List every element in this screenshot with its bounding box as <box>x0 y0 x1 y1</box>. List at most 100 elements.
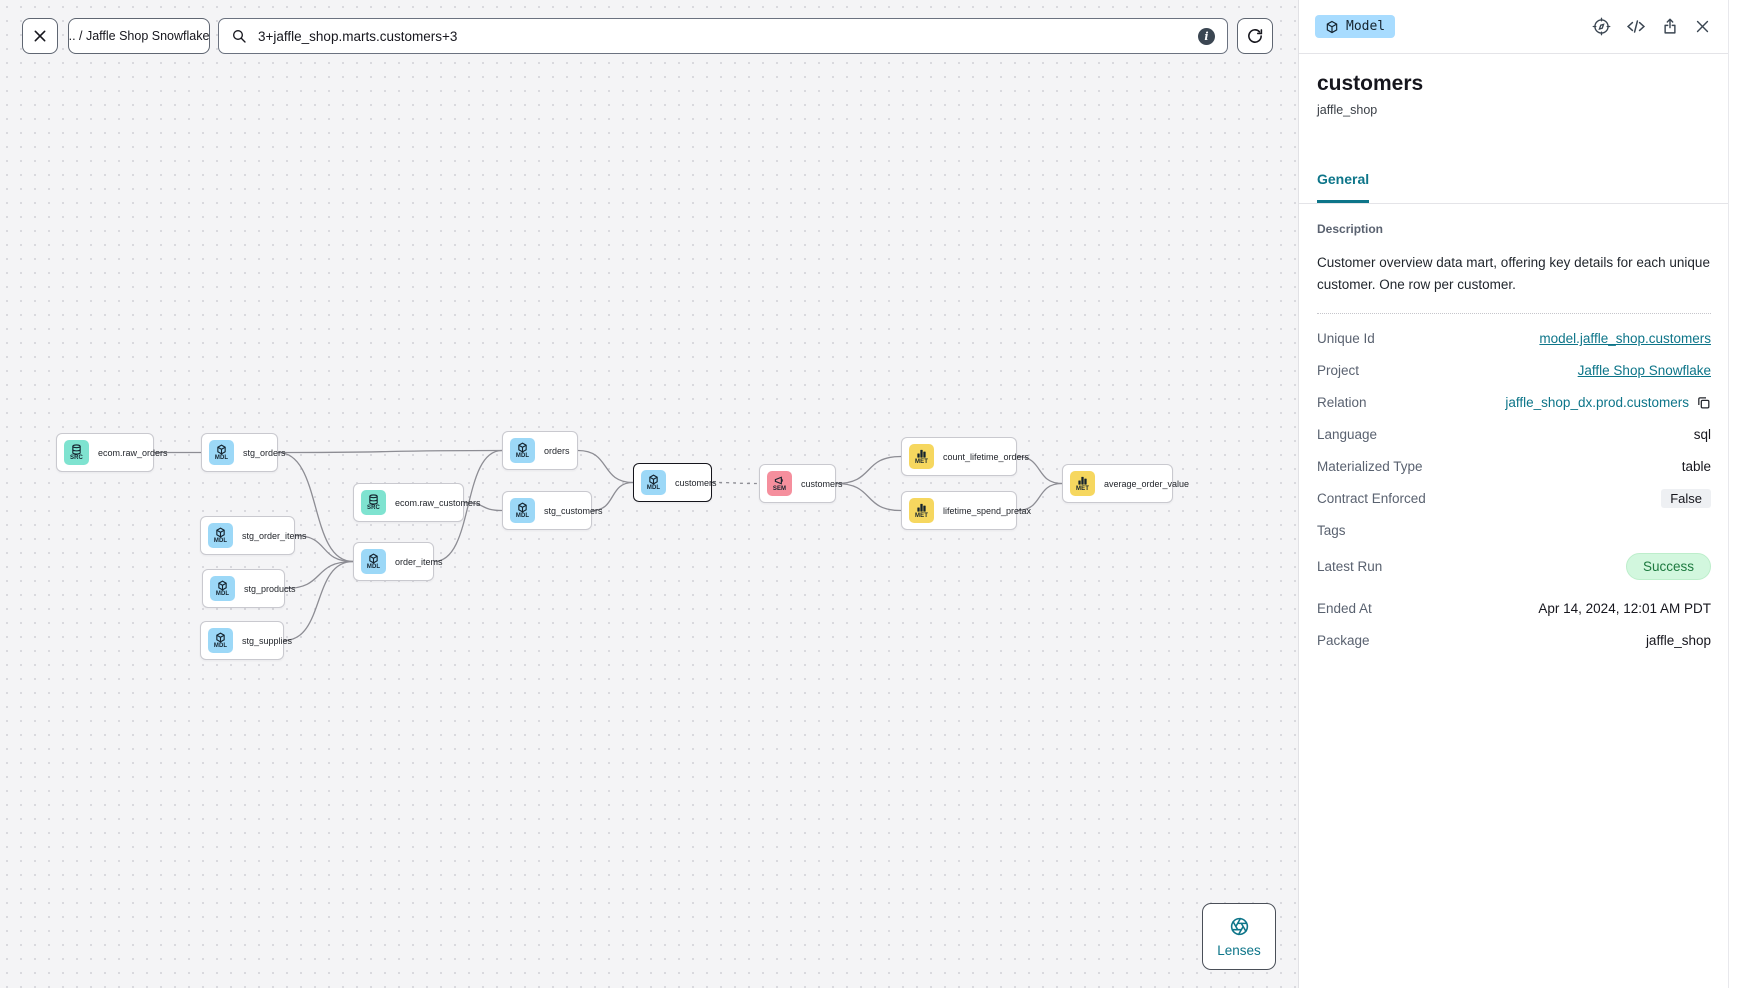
close-graph-button[interactable] <box>22 18 58 54</box>
field-label: Ended At <box>1317 601 1372 616</box>
cube-icon <box>1325 20 1339 34</box>
description-heading: Description <box>1317 222 1384 236</box>
field-label: Latest Run <box>1317 559 1383 574</box>
field-value: model.jaffle_shop.customers <box>1539 331 1711 346</box>
dag-node-order_items[interactable]: MDL order_items <box>353 542 443 581</box>
tab-general[interactable]: General <box>1317 171 1370 203</box>
dag-edge <box>277 449 503 454</box>
field-row: Latest Run Success <box>1317 553 1711 580</box>
refresh-button[interactable] <box>1237 18 1273 54</box>
dag-node-label: stg_order_items <box>242 530 307 541</box>
dag-node-label: ecom.raw_orders <box>98 447 168 458</box>
dag-node-label: customers <box>801 478 843 489</box>
dag-node-average_order_value[interactable]: MET average_order_value <box>1062 464 1189 503</box>
breadcrumb-label: .. / Jaffle Shop Snowflake <box>68 29 210 43</box>
database-icon: SRC <box>361 490 386 515</box>
package-subtitle: jaffle_shop <box>1317 103 1378 117</box>
database-icon: SRC <box>64 440 89 465</box>
dag-node-customers_semantic[interactable]: SEM customers <box>759 464 843 503</box>
cube-icon: MDL <box>209 440 234 465</box>
dag-node-label: stg_orders <box>243 447 286 458</box>
field-value: Apr 14, 2024, 12:01 AM PDT <box>1538 601 1711 616</box>
field-value: jaffle_shop_dx.prod.customers <box>1505 395 1711 410</box>
description-text: Customer overview data mart, offering ke… <box>1317 255 1710 292</box>
resource-type-label: Model <box>1346 19 1386 34</box>
search-input[interactable] <box>256 27 1198 45</box>
dag-node-lifetime_spend_pretax[interactable]: MET lifetime_spend_pretax <box>901 491 1031 530</box>
dag-node-label: order_items <box>395 556 443 567</box>
dag-node-label: average_order_value <box>1104 478 1190 489</box>
dag-node-stg_customers[interactable]: MDL stg_customers <box>502 491 603 530</box>
field-value: sql <box>1693 427 1711 442</box>
field-value: False <box>1661 489 1711 508</box>
panel-header: Model <box>1299 0 1741 54</box>
breadcrumb[interactable]: .. / Jaffle Shop Snowflake <box>68 18 210 54</box>
bar-chart-icon: MET <box>1070 471 1095 496</box>
resource-type-badge: Model <box>1315 15 1396 38</box>
status-badge: Success <box>1625 553 1711 580</box>
panel-scrollbar-gutter[interactable] <box>1728 0 1741 988</box>
field-label: Contract Enforced <box>1317 491 1426 506</box>
page-title: customers <box>1317 72 1424 95</box>
field-link[interactable]: Jaffle Shop Snowflake <box>1577 363 1711 378</box>
field-label: Tags <box>1317 523 1346 538</box>
dag-node-label: stg_customers <box>544 505 603 516</box>
close-panel-icon[interactable] <box>1694 18 1711 35</box>
megaphone-icon: SEM <box>767 471 792 496</box>
field-label: Unique Id <box>1317 331 1375 346</box>
aperture-icon <box>1229 916 1250 937</box>
dag-node-label: stg_supplies <box>242 635 293 646</box>
dag-node-label: stg_products <box>244 583 296 594</box>
divider <box>1317 313 1711 314</box>
dag-node-raw_customers[interactable]: SRC ecom.raw_customers <box>353 483 481 522</box>
cube-icon: MDL <box>510 498 535 523</box>
info-icon[interactable]: i <box>1198 27 1215 45</box>
code-icon[interactable] <box>1626 17 1646 36</box>
dag-edge <box>577 449 634 484</box>
dag-node-raw_orders[interactable]: SRC ecom.raw_orders <box>56 433 168 472</box>
field-label: Relation <box>1317 395 1367 410</box>
field-value: table <box>1681 459 1711 474</box>
lenses-label: Lenses <box>1217 942 1261 958</box>
dag-edge <box>835 455 902 485</box>
dag-node-stg_order_items[interactable]: MDL stg_order_items <box>200 516 307 555</box>
cube-icon: MDL <box>361 549 386 574</box>
dag-edge <box>711 481 760 485</box>
dag-node-label: lifetime_spend_pretax <box>943 505 1032 516</box>
field-link[interactable]: model.jaffle_shop.customers <box>1539 331 1711 346</box>
field-label: Language <box>1317 427 1378 442</box>
cube-icon: MDL <box>208 628 233 653</box>
bar-chart-icon: MET <box>909 498 934 523</box>
explore-compass-icon[interactable] <box>1592 17 1611 36</box>
copy-icon[interactable] <box>1696 395 1711 410</box>
field-value: Success <box>1625 553 1711 580</box>
refresh-icon <box>1246 27 1264 45</box>
dag-node-label: count_lifetime_orders <box>943 451 1030 462</box>
bar-chart-icon: MET <box>909 444 934 469</box>
field-row: Language sql <box>1317 425 1711 444</box>
dag-node-stg_orders[interactable]: MDL stg_orders <box>201 433 286 472</box>
lenses-button[interactable]: Lenses <box>1202 903 1276 970</box>
field-label: Package <box>1317 633 1370 648</box>
cube-icon: MDL <box>208 523 233 548</box>
field-value: Jaffle Shop Snowflake <box>1578 363 1711 378</box>
tab-bar: General <box>1299 171 1741 204</box>
dag-node-count_lifetime_orders[interactable]: MET count_lifetime_orders <box>901 437 1029 476</box>
field-label: Materialized Type <box>1317 459 1423 474</box>
contract-badge: False <box>1661 489 1711 508</box>
details-panel: Model customers jaffle_shop General Desc… <box>1298 0 1741 988</box>
close-icon <box>32 28 48 44</box>
dag-node-stg_supplies[interactable]: MDL stg_supplies <box>200 621 292 660</box>
field-row: Unique Id model.jaffle_shop.customers <box>1317 329 1711 348</box>
dag-node-label: customers <box>675 477 717 488</box>
share-icon[interactable] <box>1661 17 1679 36</box>
dag-node-label: ecom.raw_customers <box>395 497 481 508</box>
relation-value: jaffle_shop_dx.prod.customers <box>1505 395 1689 410</box>
dag-node-label: orders <box>544 445 570 456</box>
